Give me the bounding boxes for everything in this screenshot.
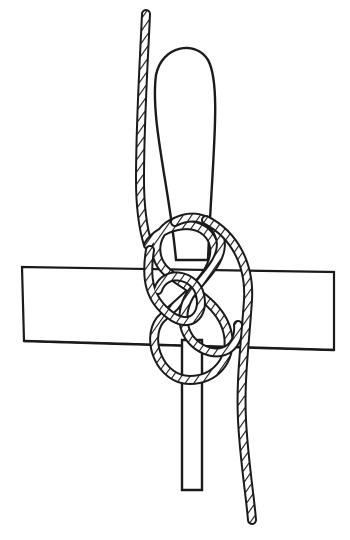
knot-illustration — [0, 0, 350, 540]
